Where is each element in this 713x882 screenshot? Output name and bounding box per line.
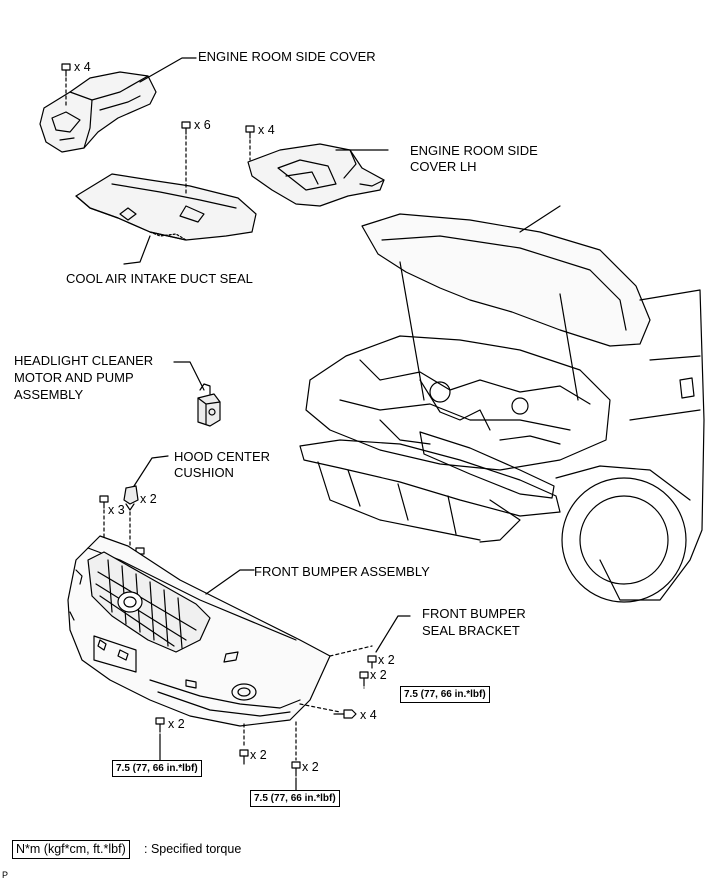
label-front-bumper-assembly: FRONT BUMPER ASSEMBLY [254, 564, 430, 579]
side-screw [333, 709, 357, 719]
label-engine-room-side-cover: ENGINE ROOM SIDE COVER [198, 49, 376, 64]
qty-seal-bracket-screws: x 2 [370, 668, 387, 682]
side-cover-clip [61, 63, 71, 77]
label-headlight-cleaner-3: ASSEMBLY [14, 387, 84, 402]
label-engine-room-side-cover-lh-2: COVER LH [410, 159, 477, 174]
engine-room-side-cover-lh-part [247, 143, 385, 207]
legend-description: : Specified torque [144, 842, 242, 856]
label-engine-room-side-cover-lh-1: ENGINE ROOM SIDE [410, 143, 538, 158]
lower-bolt-left [155, 717, 165, 733]
headlight-cleaner-pump-part [197, 383, 221, 427]
engine-room-side-cover-part [39, 71, 157, 153]
qty-side-cover-lh-clips: x 4 [258, 123, 275, 137]
side-cover-leader [139, 57, 197, 83]
bumper-side-dashline [299, 703, 341, 713]
headlight-cleaner-leader [173, 361, 205, 391]
qty-side-cover-clips: x 4 [74, 60, 91, 74]
duct-seal-clip [181, 121, 191, 135]
seal-bracket-screw [359, 671, 369, 687]
cool-air-intake-duct-seal-part [75, 173, 257, 241]
qty-lower-clips-center: x 2 [250, 748, 267, 762]
hood-center-cushion-part [123, 485, 139, 511]
qty-side-screws: x 4 [360, 708, 377, 722]
seal-bracket-leader [375, 615, 411, 653]
lower-bolt-right [291, 761, 301, 777]
label-hood-center-cushion-2: CUSHION [174, 465, 234, 480]
vehicle-outline [299, 205, 705, 603]
torque-seal-bracket: 7.5 (77, 66 in.*lbf) [400, 686, 490, 703]
qty-lower-bolts-left: x 2 [168, 717, 185, 731]
qty-lower-bolts-right: x 2 [302, 760, 319, 774]
duct-seal-leader [123, 235, 151, 265]
qty-duct-seal-clips: x 6 [194, 118, 211, 132]
qty-seal-bracket-clips: x 2 [378, 653, 395, 667]
label-hood-center-cushion-1: HOOD CENTER [174, 449, 271, 464]
front-bumper-part [67, 535, 331, 727]
label-front-bumper-seal-bracket-2: SEAL BRACKET [422, 623, 520, 638]
hood-cushion-leader [133, 455, 169, 487]
label-headlight-cleaner-2: MOTOR AND PUMP [14, 370, 134, 385]
seal-bracket-clip [367, 655, 377, 669]
qty-grille-clips: x 3 [108, 503, 125, 517]
torque-lower-left: 7.5 (77, 66 in.*lbf) [112, 760, 202, 777]
side-cover-lh-clip [245, 125, 255, 139]
page-mark: P [2, 870, 9, 880]
qty-hood-cushion: x 2 [140, 492, 157, 506]
label-headlight-cleaner-1: HEADLIGHT CLEANER [14, 353, 154, 368]
label-front-bumper-seal-bracket-1: FRONT BUMPER [422, 606, 526, 621]
lower-clip-center [239, 749, 249, 765]
legend-unit-box: N*m (kgf*cm, ft.*lbf) [12, 840, 130, 859]
torque-lower-right: 7.5 (77, 66 in.*lbf) [250, 790, 340, 807]
bumper-bracket-dashline [329, 645, 373, 657]
label-cool-air-intake-duct-seal: COOL AIR INTAKE DUCT SEAL [66, 271, 253, 286]
front-bumper-leader [205, 569, 255, 595]
